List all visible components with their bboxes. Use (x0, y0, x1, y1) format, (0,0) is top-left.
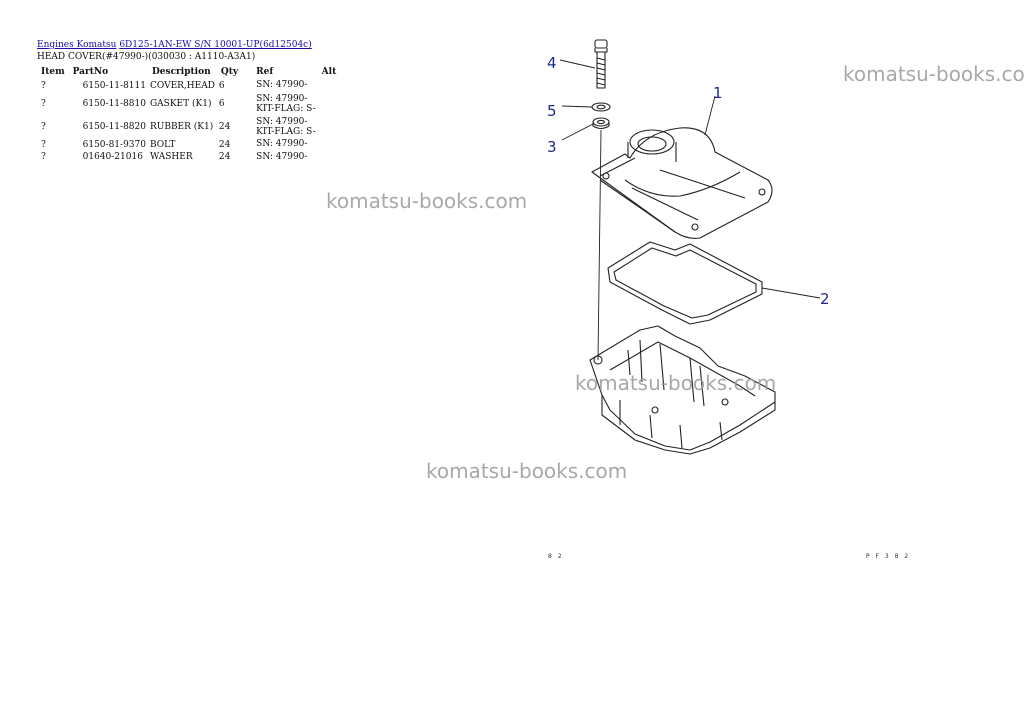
callout-3: 3 (547, 138, 557, 156)
head-cover-diagram (559, 39, 821, 455)
cell-partno: 01640-21016 (82, 151, 143, 162)
cell-alt (318, 151, 341, 163)
cell-qty: 24 (218, 151, 231, 162)
header-ref: Ref (256, 67, 274, 77)
header-item: Item (41, 67, 65, 77)
footer-page-left: 8 2 (548, 553, 564, 560)
parts-table: Item PartNo Description Qty Ref Alt ? 61… (37, 66, 340, 163)
watermark-top-right: komatsu-books.com (843, 62, 1024, 86)
bolt-part (594, 39, 608, 89)
cell-item: ? (41, 99, 46, 110)
watermark-bottom: komatsu-books.com (426, 459, 628, 483)
table-row: ? 6150-11-8810 GASKET (K1) 6 SN: 47990- … (37, 93, 340, 116)
cell-item: ? (41, 80, 46, 91)
cell-description: WASHER (149, 151, 193, 162)
table-row: ? 6150-11-8820 RUBBER (K1) 24 SN: 47990-… (37, 116, 340, 139)
cell-ref: SN: 47990- KIT-FLAG: S- (256, 94, 316, 115)
cell-ref: SN: 47990- KIT-FLAG: S- (256, 116, 316, 138)
cell-partno: 6150-81-9370 (82, 139, 146, 150)
header-partno: PartNo (72, 67, 109, 77)
cell-description: BOLT (149, 139, 176, 150)
callout-4: 4 (547, 54, 557, 72)
watermark-center: komatsu-books.com (575, 371, 777, 395)
cell-description: COVER,HEAD (149, 80, 215, 91)
cell-ref: SN: 47990- (256, 151, 308, 162)
cell-partno: 6150-11-8820 (82, 122, 146, 133)
table-row: ? 01640-21016 WASHER 24 SN: 47990- (37, 151, 340, 163)
gasket-part (607, 241, 821, 325)
callout-1: 1 (713, 84, 723, 102)
header-description: Description (151, 67, 211, 77)
cell-partno: 6150-11-8810 (82, 99, 146, 110)
cell-qty: 24 (218, 139, 231, 150)
callout-2: 2 (820, 290, 830, 308)
cell-item: ? (41, 151, 46, 162)
table-row: ? 6150-81-9370 BOLT 24 SN: 47990- (37, 138, 340, 150)
washer-part (591, 102, 611, 112)
rubber-part (592, 117, 610, 130)
cell-alt (318, 78, 341, 93)
cell-ref: SN: 47990- (256, 80, 308, 91)
cell-item: ? (41, 122, 46, 133)
callout-5: 5 (547, 102, 557, 120)
cell-alt (318, 93, 341, 116)
watermark-left: komatsu-books.com (326, 189, 528, 213)
cell-alt (318, 138, 341, 150)
breadcrumb-link-model[interactable]: 6D125-1AN-EW S/N 10001-UP(6d12504c) (119, 40, 312, 50)
head-cover-part (591, 127, 773, 239)
cell-item: ? (41, 139, 46, 150)
cell-description: GASKET (K1) (149, 99, 212, 110)
cell-ref: SN: 47990- (256, 139, 308, 150)
cell-qty: 6 (218, 80, 225, 91)
breadcrumb-link-engines[interactable]: Engines Komatsu (37, 40, 117, 50)
table-row: ? 6150-11-8111 COVER,HEAD 6 SN: 47990- (37, 78, 340, 93)
cell-partno: 6150-11-8111 (82, 80, 146, 91)
cell-qty: 24 (218, 122, 231, 133)
footer-page-right: P F 3 8 2 (866, 553, 911, 560)
breadcrumb: Engines Komatsu 6D125-1AN-EW S/N 10001-U… (37, 40, 312, 50)
cylinder-head-base (589, 325, 776, 455)
header-alt: Alt (321, 67, 337, 77)
cell-description: RUBBER (K1) (149, 122, 214, 133)
cell-alt (318, 116, 341, 139)
header-qty: Qty (220, 67, 239, 77)
page-title: HEAD COVER(#47990-)(030030 : A1110-A3A1) (37, 52, 256, 62)
cell-qty: 6 (218, 99, 225, 110)
table-header-row: Item PartNo Description Qty Ref Alt (37, 66, 340, 78)
